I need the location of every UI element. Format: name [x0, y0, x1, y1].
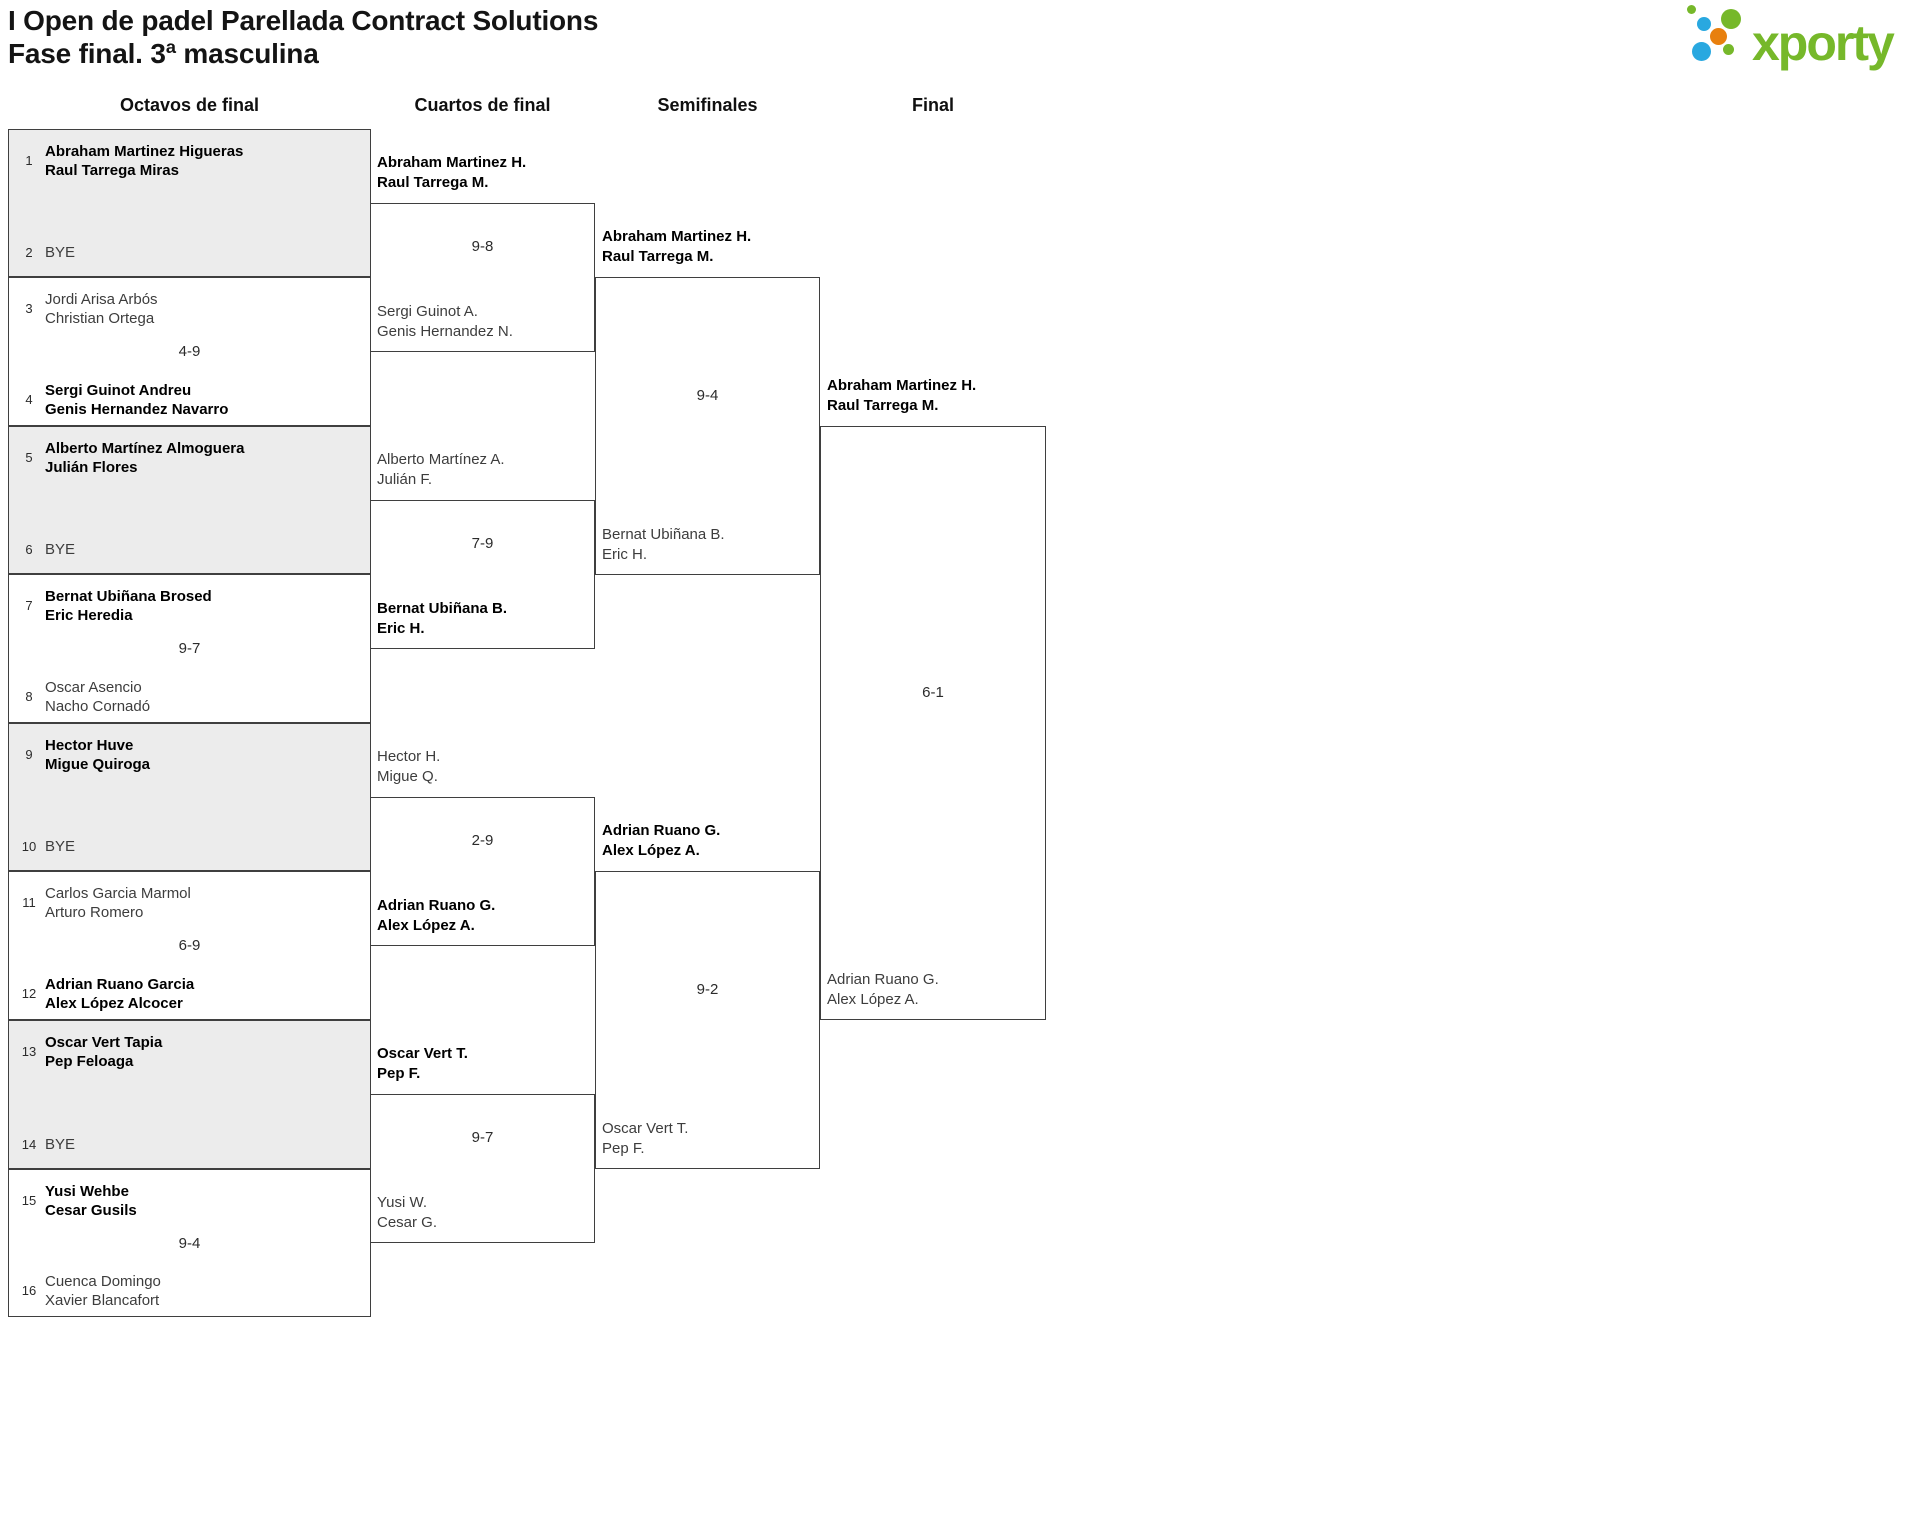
- match-score: 7-9: [471, 535, 494, 552]
- seed-number: 13: [21, 1044, 37, 1059]
- match-score: 9-7: [471, 1129, 494, 1146]
- logo-dot-green-small-icon: [1687, 5, 1696, 14]
- seed-number: 1: [25, 153, 33, 168]
- seed-number: 5: [25, 450, 33, 465]
- seed-number: 7: [25, 598, 33, 613]
- advancing-team: Oscar Vert T.Pep F.: [377, 1045, 468, 1082]
- match-box-final: 6-1: [820, 426, 1046, 1020]
- match-score: 9-4: [178, 1235, 201, 1252]
- advancing-team: Abraham Martinez H.Raul Tarrega M.: [602, 228, 752, 265]
- round-header-octavos: Octavos de final: [119, 95, 260, 115]
- advancing-team: Adrian Ruano G.Alex López A.: [377, 897, 496, 934]
- advancing-team: Abraham Martinez H.Raul Tarrega M.: [377, 154, 527, 191]
- advancing-team: Adrian Ruano G.Alex López A.: [602, 822, 721, 859]
- team-name-bye: BYE: [45, 541, 76, 558]
- advancing-team: Oscar Vert T.Pep F.: [602, 1120, 689, 1157]
- logo-dot-green-large-icon: [1721, 9, 1741, 29]
- advancing-team: Alberto Martínez A.Julián F.: [377, 451, 505, 488]
- seed-number: 14: [21, 1137, 37, 1152]
- advancing-team: Abraham Martinez H.Raul Tarrega M.: [827, 377, 977, 414]
- match-score: 6-1: [922, 684, 944, 701]
- seed-number: 8: [25, 689, 33, 704]
- page-subtitle: Fase final. 3ª masculina: [8, 38, 319, 69]
- advancing-team: Sergi Guinot A.Genis Hernandez N.: [377, 303, 513, 340]
- match-box-cuartos-4: 9-7: [370, 1094, 595, 1243]
- seed-number: 11: [22, 895, 36, 910]
- match-box-cuartos-3: 2-9: [370, 797, 595, 946]
- seed-number: 12: [21, 986, 37, 1001]
- seed-number: 4: [25, 392, 33, 407]
- round-header-final: Final: [911, 95, 954, 115]
- match-score: 9-2: [696, 981, 719, 998]
- seed-number: 10: [21, 839, 37, 854]
- brand-name: xporty: [1752, 15, 1895, 71]
- round-header-semifinales: Semifinales: [657, 95, 758, 115]
- match-score: 6-9: [178, 937, 201, 954]
- page-title: I Open de padel Parellada Contract Solut…: [8, 5, 599, 36]
- seed-number: 6: [25, 542, 33, 557]
- advancing-team: Adrian Ruano G.Alex López A.: [827, 971, 939, 1008]
- seed-number: 3: [25, 301, 33, 316]
- round-header-cuartos: Cuartos de final: [414, 95, 551, 115]
- seed-number: 16: [21, 1283, 37, 1298]
- seed-number: 9: [25, 747, 33, 762]
- match-score: 4-9: [178, 343, 201, 360]
- logo-dot-orange-icon: [1710, 28, 1727, 45]
- team-name-bye: BYE: [45, 838, 76, 855]
- logo-dot-blue-small-icon: [1697, 17, 1711, 31]
- match-score: 9-8: [471, 238, 494, 255]
- advancing-team: Bernat Ubiñana B.Eric H.: [377, 600, 508, 637]
- logo-dot-green-bottom-icon: [1723, 44, 1734, 55]
- logo-dot-blue-large-icon: [1692, 42, 1711, 61]
- advancing-team: Yusi W.Cesar G.: [377, 1194, 438, 1231]
- match-score: 9-4: [696, 387, 719, 404]
- match-box-semifinal-1: 9-4: [595, 277, 820, 575]
- seed-number: 15: [21, 1193, 37, 1208]
- match-box-cuartos-2: 7-9: [370, 500, 595, 649]
- match-box-cuartos-1: 9-8: [370, 203, 595, 352]
- advancing-team: Bernat Ubiñana B.Eric H.: [602, 526, 725, 563]
- advancing-team: Hector H.Migue Q.: [377, 748, 441, 785]
- match-score: 2-9: [471, 832, 494, 849]
- match-score: 9-7: [178, 640, 201, 657]
- match-box-semifinal-2: 9-2: [595, 871, 820, 1169]
- team-name-bye: BYE: [45, 244, 76, 261]
- team-name-bye: BYE: [45, 1136, 76, 1153]
- seed-number: 2: [25, 245, 33, 260]
